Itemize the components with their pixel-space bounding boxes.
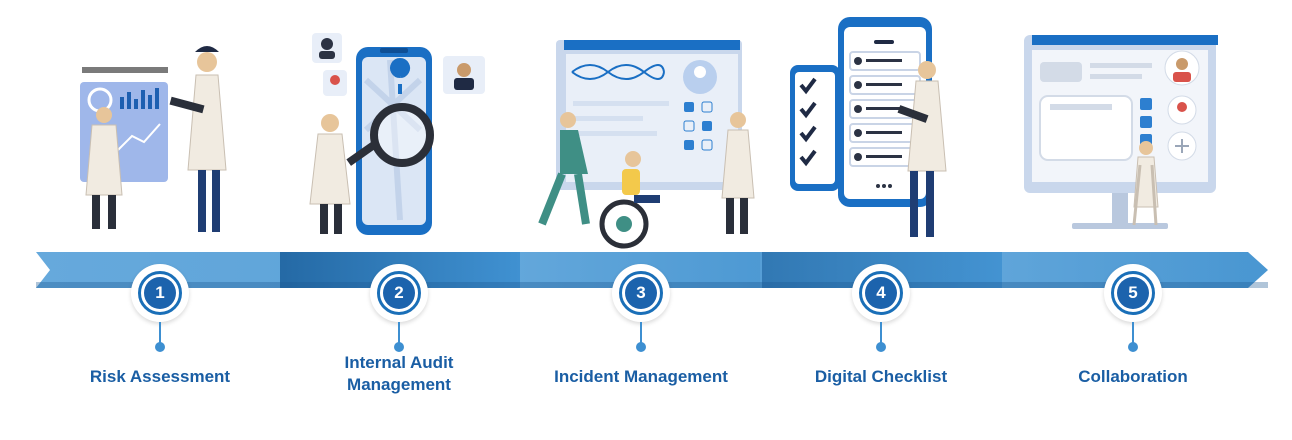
step-internal-audit-management: 2 Internal Audit Management: [279, 264, 519, 396]
connector-line: [159, 322, 161, 344]
connector-dot: [155, 342, 165, 352]
step-collaboration: 5 Collaboration: [1013, 264, 1253, 388]
collaboration-illustration: [1024, 35, 1218, 229]
step-label: Internal Audit Management: [279, 352, 519, 396]
risk-assessment-illustration: [80, 46, 226, 232]
connector-line: [1132, 322, 1134, 344]
digital-checklist-illustration: [790, 17, 946, 237]
connector-dot: [394, 342, 404, 352]
step-label: Risk Assessment: [40, 366, 280, 388]
step-risk-assessment: 1 Risk Assessment: [40, 264, 280, 388]
step-badge: 2: [370, 264, 428, 322]
connector-dot: [636, 342, 646, 352]
step-digital-checklist: 4 Digital Checklist: [761, 264, 1001, 388]
step-number: 5: [1117, 277, 1149, 309]
step-badge: 3: [612, 264, 670, 322]
step-label: Incident Management: [521, 366, 761, 388]
step-incident-management: 3 Incident Management: [521, 264, 761, 388]
step-number: 1: [144, 277, 176, 309]
step-label: Digital Checklist: [761, 366, 1001, 388]
step-number: 4: [865, 277, 897, 309]
connector-dot: [1128, 342, 1138, 352]
step-label-line-2: Management: [279, 374, 519, 396]
connector-line: [880, 322, 882, 344]
internal-audit-illustration: [310, 33, 485, 235]
connector-line: [398, 322, 400, 344]
step-badge: 1: [131, 264, 189, 322]
incident-management-illustration: [542, 40, 754, 246]
step-label: Collaboration: [1013, 366, 1253, 388]
step-number: 2: [383, 277, 415, 309]
step-badge: 4: [852, 264, 910, 322]
connector-line: [640, 322, 642, 344]
step-label-line-1: Internal Audit: [279, 352, 519, 374]
step-badge: 5: [1104, 264, 1162, 322]
step-number: 3: [625, 277, 657, 309]
connector-dot: [876, 342, 886, 352]
illustrations: [0, 0, 1292, 250]
